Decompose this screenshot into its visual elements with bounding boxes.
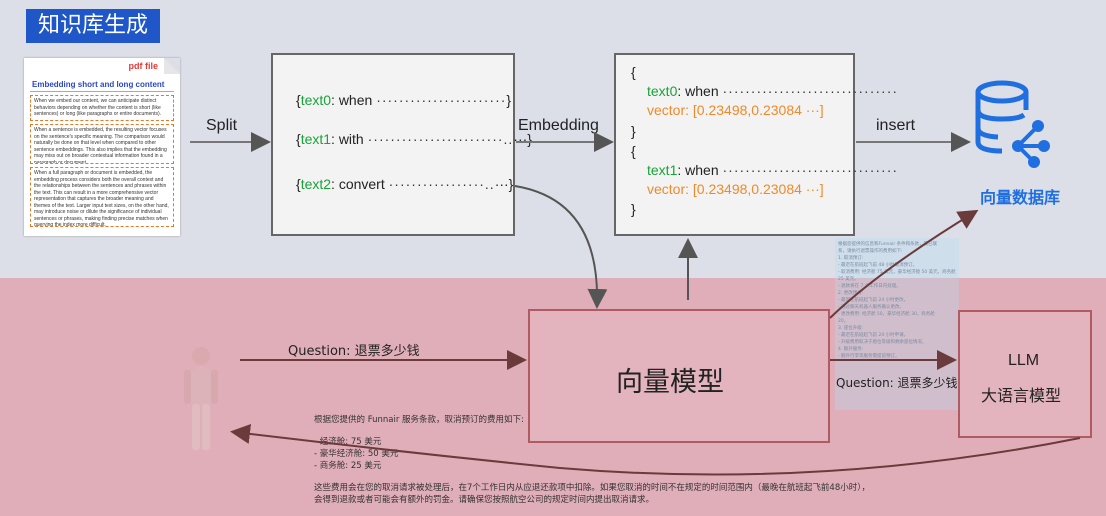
document-paragraph: When a full paragraph or document is emb… bbox=[30, 167, 174, 227]
answer-item: - 商务舱: 25 美元 bbox=[314, 461, 382, 471]
overlay-line: - 退款将在 7 个工作日内处理。 bbox=[838, 284, 901, 289]
overlay-line: - 更改费用: 经济舱 50，豪华经济舱 30，商务舱 bbox=[838, 312, 935, 317]
llm-label: LLM bbox=[1008, 352, 1040, 369]
chunk-dots: ························.. bbox=[367, 131, 514, 147]
overlay-line: - 升级费用取决于舱位等级和剩余座位情况。 bbox=[838, 340, 927, 345]
overlay-line: - 最迟在航班起飞前 24 小时更改。 bbox=[838, 298, 909, 303]
vector-close-brace: } bbox=[631, 201, 636, 217]
answer-footer: 会得到退款或者可能会有额外的罚金。请确保您按照航空公司的规定时间内提出取消请求。 bbox=[314, 495, 655, 505]
vector-key: text1 bbox=[647, 162, 678, 178]
chunk-text2: {text2: convert ·················..···} bbox=[296, 176, 514, 192]
chunk-text: : convert bbox=[331, 176, 389, 192]
user-person-icon bbox=[178, 344, 224, 454]
pdf-file-tag: pdf file bbox=[128, 61, 159, 71]
chunk-dots: ······················· bbox=[376, 92, 507, 108]
chunk-key: text2 bbox=[300, 176, 332, 192]
vector-values: vector: [0.23498,0.23084 ···] bbox=[647, 102, 824, 118]
chunk-dots: ·················.. bbox=[388, 176, 495, 192]
answer-item: - 豪华经济舱: 50 美元 bbox=[314, 449, 399, 459]
llm-answer-text: 根据您提供的 Funnair 服务条款，取消预订的费用如下: - 经济舱: 75… bbox=[314, 414, 870, 506]
arrow-chunks-to-model bbox=[514, 185, 608, 309]
question-to-llm-label: Question: 退票多少钱 bbox=[836, 376, 958, 390]
overlay-line: 20。 bbox=[838, 319, 849, 324]
overlay-line: 2. 更改预订: bbox=[838, 291, 864, 296]
vector-model-box bbox=[528, 309, 830, 443]
heading-rule bbox=[30, 91, 174, 92]
llm-box bbox=[958, 310, 1092, 438]
vector-item-text1: text1: when ····························… bbox=[647, 162, 898, 178]
overlay-line: - 额外行李等服务需提前预订。 bbox=[838, 354, 900, 359]
chunk-close: ···} bbox=[494, 176, 514, 192]
vector-close-brace: } bbox=[631, 123, 636, 139]
edge-label-embedding: Embedding bbox=[518, 117, 599, 134]
chunk-key: text1 bbox=[300, 131, 332, 147]
vector-key: text0 bbox=[647, 83, 678, 99]
chunk-text: : with bbox=[331, 131, 368, 147]
overlay-line: - 通过聊天机器人服务确认更改。 bbox=[838, 305, 905, 310]
overlay-line: 25 美元。 bbox=[838, 277, 859, 282]
chunk-close: } bbox=[506, 92, 512, 108]
vector-model-label: 向量模型 bbox=[616, 367, 724, 398]
vector-database-icon bbox=[972, 80, 1054, 170]
overlay-line: 3. 座位升级: bbox=[838, 326, 864, 331]
text-chunks-box bbox=[271, 53, 515, 236]
vector-dots: ······························· bbox=[722, 83, 899, 99]
page-title: 知识库生成 bbox=[26, 9, 160, 43]
arrow-model-to-database bbox=[829, 209, 979, 319]
overlay-line: - 取消费用: 经济舱 75 美元，豪华经济舱 50 美元，商务舱 bbox=[838, 270, 956, 275]
edge-label-insert: insert bbox=[876, 117, 916, 134]
chunk-text1: {text1: with ························..·… bbox=[296, 131, 532, 147]
overlay-line: 系，请执行退票操作的费用如下: bbox=[838, 249, 903, 254]
vector-values: vector: [0.23498,0.23084 ···] bbox=[647, 181, 824, 197]
overlay-line: 1. 取消预订: bbox=[838, 256, 864, 261]
retrieved-context-overlay: 根据您提供的信息和Funnair 条件和条款，我已联 系，请执行退票操作的费用如… bbox=[835, 238, 959, 410]
vector-open-brace: { bbox=[631, 143, 636, 159]
answer-footer: 这些费用会在您的取消请求被处理后，在7个工作日内从应退还款项中扣除。如果您取消的… bbox=[314, 483, 870, 493]
arrow-answer bbox=[230, 423, 1081, 476]
vector-text: : when bbox=[677, 162, 723, 178]
embedding-vectors-box bbox=[614, 53, 855, 236]
overlay-line: - 最迟在航班起飞前 24 小时申请。 bbox=[838, 333, 909, 338]
vector-open-brace: { bbox=[631, 64, 636, 80]
chunk-key: text0 bbox=[300, 92, 332, 108]
vector-text: : when bbox=[677, 83, 723, 99]
pdf-document-thumbnail: pdf file Embedding short and long conten… bbox=[24, 58, 180, 236]
answer-item: - 经济舱: 75 美元 bbox=[314, 437, 382, 447]
page-fold bbox=[164, 58, 180, 74]
overlay-line: 根据您提供的信息和Funnair 条件和条款，我已联 bbox=[838, 242, 938, 247]
document-paragraph: When a sentence is embedded, the resulti… bbox=[30, 124, 174, 164]
overlay-line: 4. 额外服务: bbox=[838, 347, 864, 352]
vector-database-label: 向量数据库 bbox=[980, 188, 1061, 207]
chunk-text: : when bbox=[331, 92, 377, 108]
document-paragraph: When we embed our content, we can antici… bbox=[30, 95, 174, 121]
overlay-line: - 最迟在航班起飞前 48 小时取消预订。 bbox=[838, 263, 918, 268]
llm-subtitle: 大语言模型 bbox=[981, 386, 1062, 405]
question-label: Question: 退票多少钱 bbox=[288, 344, 420, 359]
edge-label-split: Split bbox=[206, 117, 238, 134]
answer-intro: 根据您提供的 Funnair 服务条款，取消预订的费用如下: bbox=[314, 415, 524, 425]
vector-dots: ······························· bbox=[722, 162, 899, 178]
vector-item-text0: text0: when ····························… bbox=[647, 83, 898, 99]
chunk-text0: {text0: when ·······················} bbox=[296, 92, 512, 108]
document-heading: Embedding short and long content bbox=[32, 80, 165, 89]
